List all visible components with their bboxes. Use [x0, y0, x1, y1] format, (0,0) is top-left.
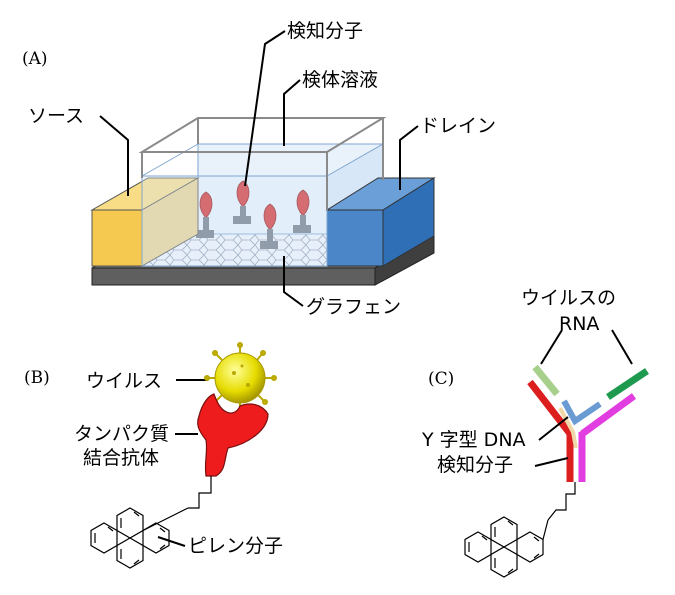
panel-b-tag: (B)	[24, 368, 50, 388]
y-dna-magenta-arm	[579, 393, 637, 437]
dna-label-line2: 検知分子	[437, 454, 513, 476]
solution-label: 検体溶液	[302, 69, 378, 91]
source-electrode	[90, 177, 200, 267]
rna-leader-right	[611, 329, 633, 365]
graphene-leader	[283, 256, 304, 307]
y-dna-red-arm	[527, 379, 574, 438]
probe-3	[260, 203, 278, 249]
source-leader	[99, 115, 129, 196]
antibody-linker	[188, 476, 212, 509]
probe-2	[233, 180, 251, 224]
pyrene-leader	[157, 536, 186, 547]
solution-front	[138, 117, 387, 267]
virus-label: ウイルス	[86, 370, 162, 392]
antibody-label-line1: タンパク質	[74, 423, 169, 445]
pyrene-label: ピレン分子	[188, 535, 283, 557]
panel-b: (B) ウイルス タンパク質 結合抗体	[24, 342, 283, 569]
panel-c-tag: (C)	[428, 369, 454, 389]
y-dna-beige-strand	[558, 407, 578, 449]
panel-c: (C) ウイルスの RNA Y 字型 DNA 検知分子	[421, 287, 649, 578]
dna-leader-1	[538, 416, 569, 441]
rna-strand-light	[532, 364, 560, 397]
probe-4	[293, 189, 311, 233]
dna-linker	[547, 482, 576, 521]
panel-a: (A)	[22, 20, 496, 318]
drain-electrode	[325, 177, 436, 267]
probe-molecules	[196, 180, 311, 249]
probe-label: 検知分子	[287, 20, 363, 42]
dna-label-line1: Y 字型 DNA	[421, 429, 526, 451]
drain-leader	[399, 125, 419, 190]
graphene-label: グラフェン	[306, 296, 401, 318]
antibody	[197, 393, 269, 477]
rna-strand-green	[606, 368, 649, 400]
drain-label: ドレイン	[420, 115, 496, 137]
panel-a-tag: (A)	[22, 49, 48, 69]
y-dna-blue-strand	[561, 399, 602, 426]
rna-leader-left	[540, 329, 563, 365]
y-shaped-dna	[527, 379, 637, 482]
rna-label-line2: RNA	[559, 313, 599, 335]
solution-leader	[283, 79, 301, 146]
dna-leader-2	[534, 457, 569, 467]
source-label: ソース	[28, 105, 84, 127]
pyrene-molecule-c	[464, 516, 549, 578]
probe-1	[196, 191, 214, 238]
antibody-label-line2: 結合抗体	[83, 447, 159, 469]
probe-leader	[244, 30, 286, 187]
rna-label-line1: ウイルスの	[521, 287, 616, 309]
pyrene-molecule-b	[90, 507, 189, 569]
